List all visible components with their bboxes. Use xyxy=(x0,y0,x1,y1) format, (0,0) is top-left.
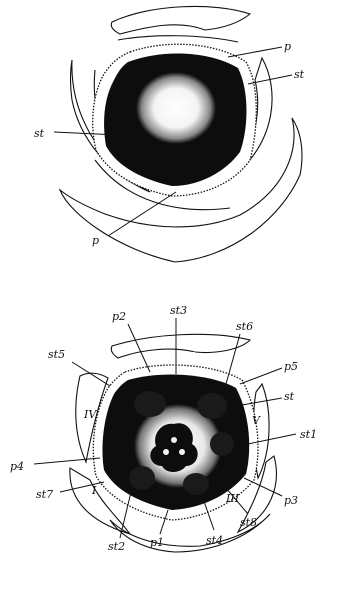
label-st6: st6 xyxy=(236,320,253,333)
top-upper-inner-fold xyxy=(118,36,238,42)
top-label-st-right: st xyxy=(294,68,305,81)
label-st1: st1 xyxy=(300,428,317,441)
label-st2: st2 xyxy=(108,540,125,553)
label-p3: p3 xyxy=(284,494,298,507)
label-p4: p4 xyxy=(10,460,24,473)
label-p1: p1 xyxy=(150,536,164,549)
lobe-upper-right xyxy=(197,393,227,419)
leader-p4 xyxy=(34,458,100,464)
ovary-locule-3 xyxy=(163,449,169,455)
label-p2: p2 xyxy=(112,310,126,323)
lobe-upper-left xyxy=(134,391,166,417)
leader-p2 xyxy=(128,324,150,372)
label-st7: st7 xyxy=(36,488,53,501)
top-label-st-left: st xyxy=(34,127,45,140)
top-leader-p1 xyxy=(228,47,282,57)
top-label-p-lower: p xyxy=(92,234,99,247)
ovary-locule-2 xyxy=(179,449,185,455)
leader-st5 xyxy=(72,362,110,386)
roman-II: II xyxy=(185,350,195,363)
top-label-p-upper: p xyxy=(284,40,291,53)
label-p5: p5 xyxy=(284,360,298,373)
leader-st7 xyxy=(60,482,104,492)
top-upper-petal xyxy=(111,6,250,34)
label-st8: st8 xyxy=(240,516,257,529)
label-st3: st3 xyxy=(170,304,187,317)
top-figure: p st st p xyxy=(34,6,305,262)
top-white-core xyxy=(136,72,216,144)
roman-IV: IV xyxy=(83,408,97,421)
roman-III: III xyxy=(225,492,240,505)
ovary-locule-1 xyxy=(171,437,177,443)
roman-V: V xyxy=(252,414,261,427)
label-st5: st5 xyxy=(48,348,65,361)
leader-p5 xyxy=(240,368,282,384)
bottom-upper-petal xyxy=(111,334,250,358)
lobe-lower-left xyxy=(129,466,155,490)
roman-I: I xyxy=(91,484,97,497)
lobe-right xyxy=(210,432,234,456)
lobe-lower-right xyxy=(183,473,209,495)
label-st: st xyxy=(284,390,295,403)
top-leader-p2 xyxy=(108,192,176,236)
label-st4: st4 xyxy=(206,534,223,547)
bottom-figure: st3 p2 st6 st5 p5 st st1 p4 p3 st7 st2 p… xyxy=(10,304,317,553)
